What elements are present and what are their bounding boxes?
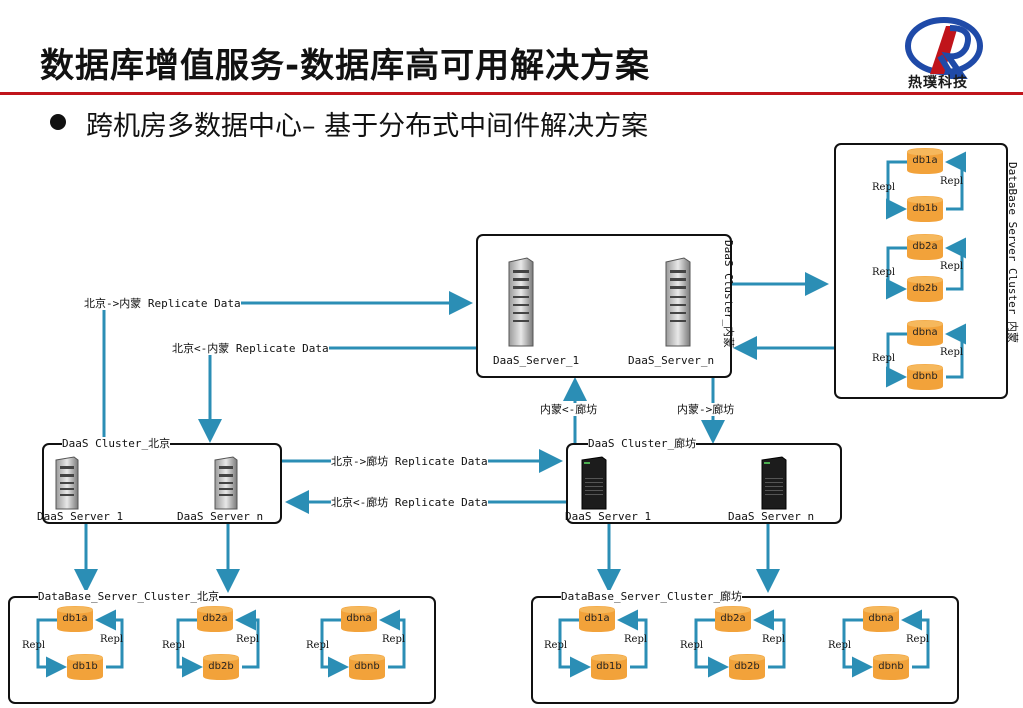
database-label: dbna <box>868 613 894 624</box>
repl-label: Repl <box>382 634 406 645</box>
database-label: db2a <box>720 613 746 624</box>
server-icon <box>665 257 691 347</box>
database-label: db2a <box>202 613 228 624</box>
database-label: dbnb <box>878 661 904 672</box>
db-cluster-langfang-label: DataBase_Server_Cluster_廊坊 <box>561 590 742 603</box>
bullet-dot <box>50 114 66 130</box>
database-label: dbna <box>912 327 938 338</box>
database-label: db1b <box>72 661 98 672</box>
database-icon: db1a <box>56 606 94 632</box>
database-icon: dbna <box>862 606 900 632</box>
database-label: db1b <box>912 203 938 214</box>
database-icon: db1b <box>590 654 628 680</box>
neimeng-server-n-label: DaaS_Server_n <box>628 354 715 367</box>
flow-nm-from-lf-label: 内蒙<-廊坊 <box>540 403 598 416</box>
repl-label: Repl <box>306 640 330 651</box>
database-icon: dbna <box>906 320 944 346</box>
database-icon: db2b <box>728 654 766 680</box>
repl-label: Repl <box>872 266 896 278</box>
database-icon: db1a <box>578 606 616 632</box>
database-label: db2b <box>912 283 938 294</box>
database-label: db1a <box>62 613 88 624</box>
beijing-server-n-label: DaaS_Server_n <box>177 510 264 523</box>
repl-label: Repl <box>828 640 852 651</box>
langfang-server-1-label: DaaS_Server_1 <box>565 510 652 523</box>
daas-cluster-langfang <box>566 443 842 524</box>
repl-label: Repl <box>906 634 930 645</box>
db-cluster-neimeng <box>834 143 1008 399</box>
database-label: dbna <box>346 613 372 624</box>
repl-label: Repl <box>940 260 964 272</box>
title-divider <box>0 92 1023 95</box>
neimeng-server-1-label: DaaS_Server_1 <box>493 354 580 367</box>
flow-bj-to-lf-label: 北京->廊坊 Replicate Data <box>331 455 488 468</box>
langfang-server-n-label: DaaS_Server_n <box>728 510 815 523</box>
logo-text: 热璞科技 <box>908 75 968 91</box>
database-label: db1a <box>584 613 610 624</box>
server-icon <box>581 456 607 510</box>
database-icon: db2a <box>906 234 944 260</box>
company-logo-icon <box>905 17 983 79</box>
database-icon: db2a <box>714 606 752 632</box>
database-label: db2a <box>912 241 938 252</box>
database-icon: db1b <box>906 196 944 222</box>
server-icon <box>508 257 534 347</box>
database-icon: dbna <box>340 606 378 632</box>
database-label: db2b <box>208 661 234 672</box>
repl-label: Repl <box>872 182 896 193</box>
database-icon: db2a <box>196 606 234 632</box>
repl-label: Repl <box>762 634 786 645</box>
flow-bj-to-nm-label: 北京->内蒙 Replicate Data <box>84 297 241 310</box>
bullet-text: 跨机房多数据中心– 基于分布式中间件解决方案 <box>86 111 649 142</box>
database-icon: db2b <box>202 654 240 680</box>
database-label: dbnb <box>912 371 938 382</box>
flow-lf-to-bj-label: 北京<-廊坊 Replicate Data <box>331 496 488 509</box>
repl-label: Repl <box>872 353 896 364</box>
server-icon <box>761 456 787 510</box>
daas-cluster-beijing-label: DaaS Cluster_北京 <box>62 437 171 450</box>
database-label: db2b <box>734 661 760 672</box>
repl-label: Repl <box>544 640 568 651</box>
database-icon: dbnb <box>348 654 386 680</box>
repl-label: Repl <box>100 634 124 645</box>
database-label: dbnb <box>354 661 380 672</box>
repl-label: Repl <box>940 176 964 187</box>
repl-label: Repl <box>162 640 186 651</box>
database-icon: db1a <box>906 148 944 174</box>
flow-nm-to-bj-label: 北京<-内蒙 Replicate Data <box>172 342 329 355</box>
repl-label: Repl <box>22 640 46 651</box>
database-label: db1a <box>912 155 938 166</box>
server-icon <box>214 456 238 510</box>
beijing-server-1-label: DaaS_Server_1 <box>37 510 124 523</box>
db-cluster-beijing-label: DataBase_Server_Cluster_北京 <box>38 590 219 603</box>
flow-nm-to-lf-label: 内蒙->廊坊 <box>677 403 735 416</box>
database-icon: dbnb <box>906 364 944 390</box>
page-title: 数据库增值服务-数据库高可用解决方案 <box>40 46 651 86</box>
daas-cluster-langfang-label: DaaS Cluster_廊坊 <box>588 437 697 450</box>
repl-label: Repl <box>680 640 704 651</box>
repl-label: Repl <box>940 347 964 358</box>
database-icon: db1b <box>66 654 104 680</box>
server-icon <box>55 456 79 510</box>
database-label: db1b <box>596 661 622 672</box>
repl-label: Repl <box>236 634 260 645</box>
database-icon: dbnb <box>872 654 910 680</box>
repl-label: Repl <box>624 634 648 645</box>
database-icon: db2b <box>906 276 944 302</box>
